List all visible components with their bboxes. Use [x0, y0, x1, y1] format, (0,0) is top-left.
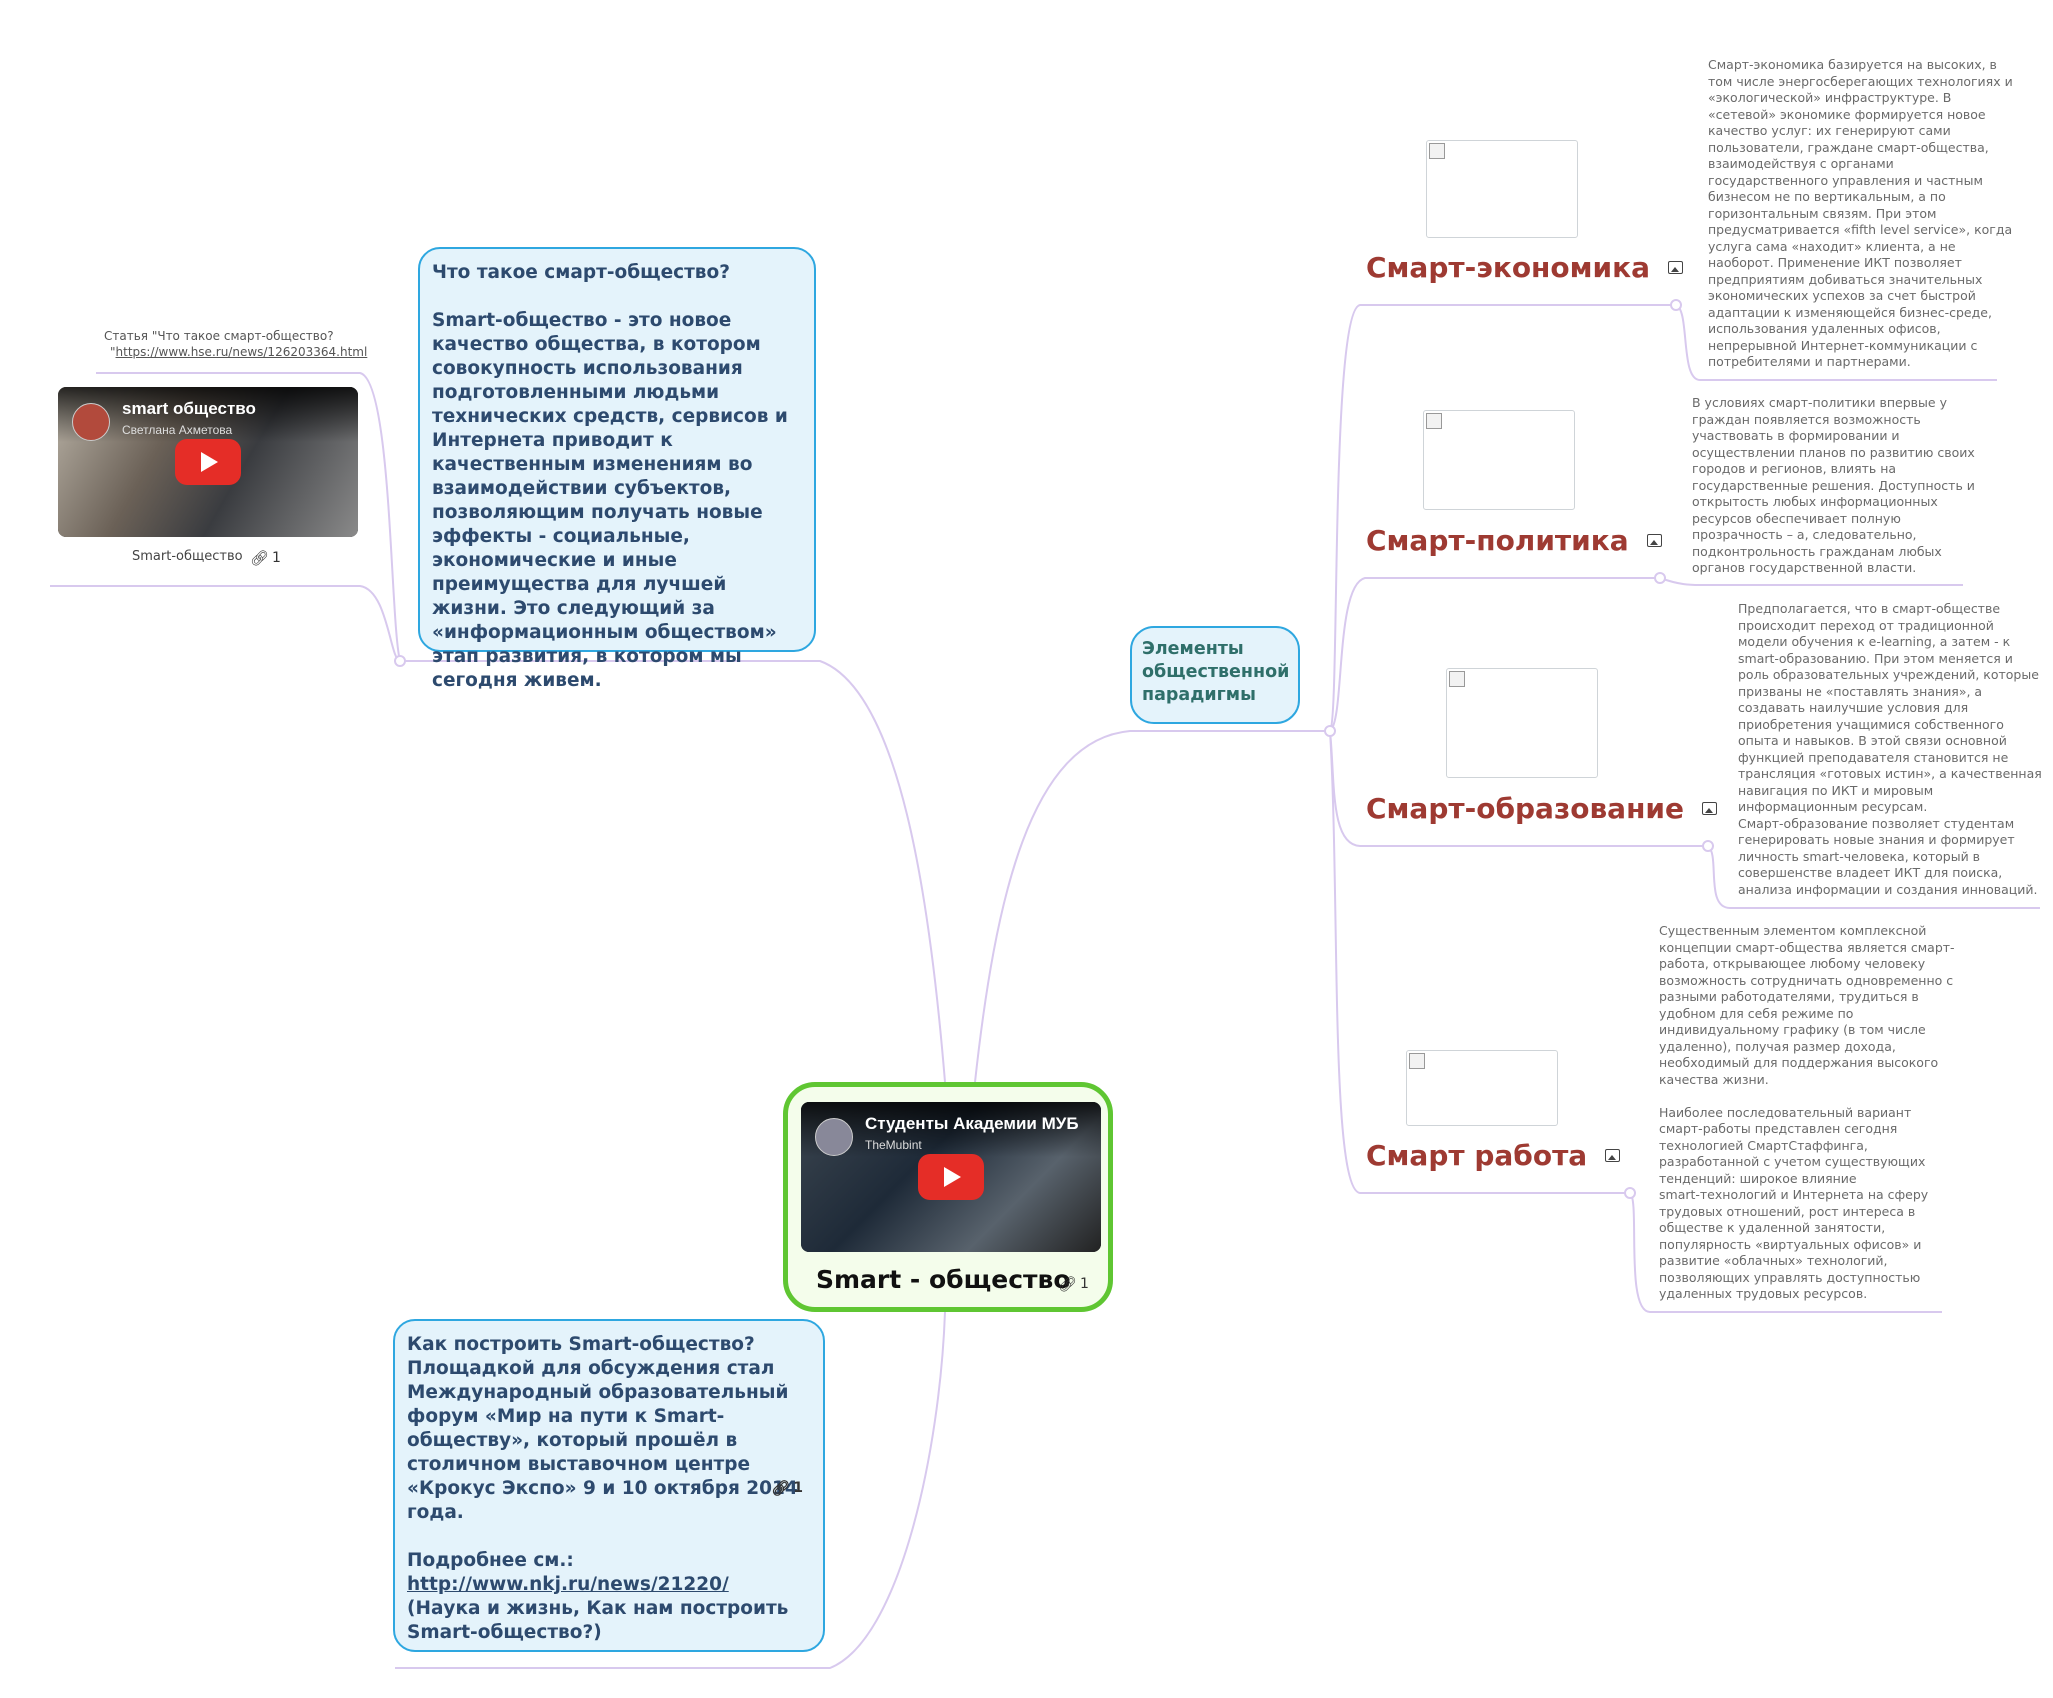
topic-what-is-smart-society[interactable]: Что такое смарт-общество? Smart-общество…: [418, 247, 816, 691]
work-image-placeholder: [1406, 1050, 1558, 1126]
topic-text: Что такое смарт-общество? Smart-общество…: [432, 262, 788, 691]
play-icon[interactable]: [175, 439, 241, 485]
topic-elements-paradigm[interactable]: Элементы общественной парадигмы: [1130, 626, 1300, 724]
link-count: 1: [793, 1480, 803, 1496]
subtopic-politics[interactable]: Смарт-политика: [1366, 524, 1662, 557]
central-video-thumbnail[interactable]: Студенты Академии МУБ TheMubint: [801, 1102, 1101, 1252]
subtopic-title: Смарт-политика: [1366, 524, 1629, 557]
central-link-badge[interactable]: 🔗︎ 1: [1058, 1275, 1089, 1293]
central-topic[interactable]: Студенты Академии МУБ TheMubint Smart - …: [783, 1082, 1113, 1312]
subtopic-economy[interactable]: Смарт-экономика: [1366, 251, 1684, 284]
video-channel: Светлана Ахметова: [122, 423, 233, 437]
broken-image-icon: [1429, 143, 1445, 159]
connector-work-note: [1629, 1192, 1942, 1313]
central-title: Smart - общество: [816, 1265, 1071, 1294]
article-link[interactable]: https://www.hse.ru/news/126203364.html: [115, 345, 368, 359]
connector-left-video: [50, 585, 401, 662]
subtopic-education[interactable]: Смарт-образование: [1366, 792, 1718, 825]
left-video-caption: Smart-общество: [132, 549, 243, 564]
article-text: Статья "Что такое смарт-общество?: [104, 329, 334, 343]
how-to-link-badge[interactable]: 🔗︎ 1: [771, 1476, 803, 1500]
channel-avatar: [72, 403, 110, 441]
topic-text: Элементы общественной парадигмы: [1142, 639, 1296, 705]
broken-image-icon: [1449, 671, 1465, 687]
play-icon[interactable]: [918, 1154, 984, 1200]
politics-image-placeholder: [1423, 410, 1575, 510]
link-count: 1: [272, 550, 281, 566]
politics-note: В условиях смарт-политики впервые у граж…: [1692, 395, 1975, 575]
article-reference: Статья "Что такое смарт-общество? "https…: [104, 329, 368, 359]
connector-politics-note: [1659, 577, 1963, 586]
left-video-thumbnail[interactable]: smart общество Светлана Ахметова: [58, 387, 358, 537]
work-note: Существенным элементом комплексной конце…: [1659, 923, 1955, 1301]
economy-note: Смарт-экономика базируется на высоких, в…: [1708, 57, 2013, 369]
connector-work: [1329, 730, 1630, 1194]
image-icon[interactable]: [1646, 534, 1662, 547]
connector-what-is: [400, 660, 946, 1083]
topic-text: Как построить Smart-общество? Площадкой …: [407, 1334, 798, 1571]
link-icon: 🔗︎: [1058, 1275, 1078, 1293]
subtopic-work[interactable]: Смарт работа: [1366, 1139, 1621, 1172]
nkj-link[interactable]: http://www.nkj.ru/news/21220/: [407, 1574, 729, 1595]
education-image-placeholder: [1446, 668, 1598, 778]
link-icon: 🔗︎: [250, 549, 270, 567]
subtopic-title: Смарт-образование: [1366, 792, 1685, 825]
economy-image-placeholder: [1426, 140, 1578, 238]
video-title: Студенты Академии МУБ: [865, 1114, 1079, 1133]
connector-how-to: [395, 1311, 946, 1669]
link-icon: 🔗︎: [771, 1479, 791, 1497]
image-icon[interactable]: [1702, 802, 1718, 815]
channel-avatar: [815, 1118, 853, 1156]
image-icon[interactable]: [1668, 261, 1684, 274]
left-link-badge[interactable]: 🔗︎ 1: [250, 549, 281, 567]
video-title: smart общество: [122, 399, 256, 418]
subtopic-title: Смарт работа: [1366, 1139, 1588, 1172]
subtopic-title: Смарт-экономика: [1366, 251, 1651, 284]
connector-politics: [1329, 577, 1660, 732]
connector-economy-note: [1675, 304, 1997, 381]
image-icon[interactable]: [1605, 1149, 1621, 1162]
topic-how-to-build[interactable]: Как построить Smart-общество? Площадкой …: [393, 1319, 825, 1652]
connector-economy: [1329, 304, 1676, 732]
broken-image-icon: [1426, 413, 1442, 429]
topic-tail: (Наука и жизнь, Как нам построить Smart-…: [407, 1598, 795, 1643]
connector-left-article: [96, 372, 401, 662]
link-count: 1: [1080, 1276, 1089, 1292]
connector-elements: [974, 730, 1330, 1083]
video-channel: TheMubint: [865, 1138, 922, 1152]
education-note: Предполагается, что в смарт-обществе про…: [1738, 601, 2042, 897]
broken-image-icon: [1409, 1053, 1425, 1069]
